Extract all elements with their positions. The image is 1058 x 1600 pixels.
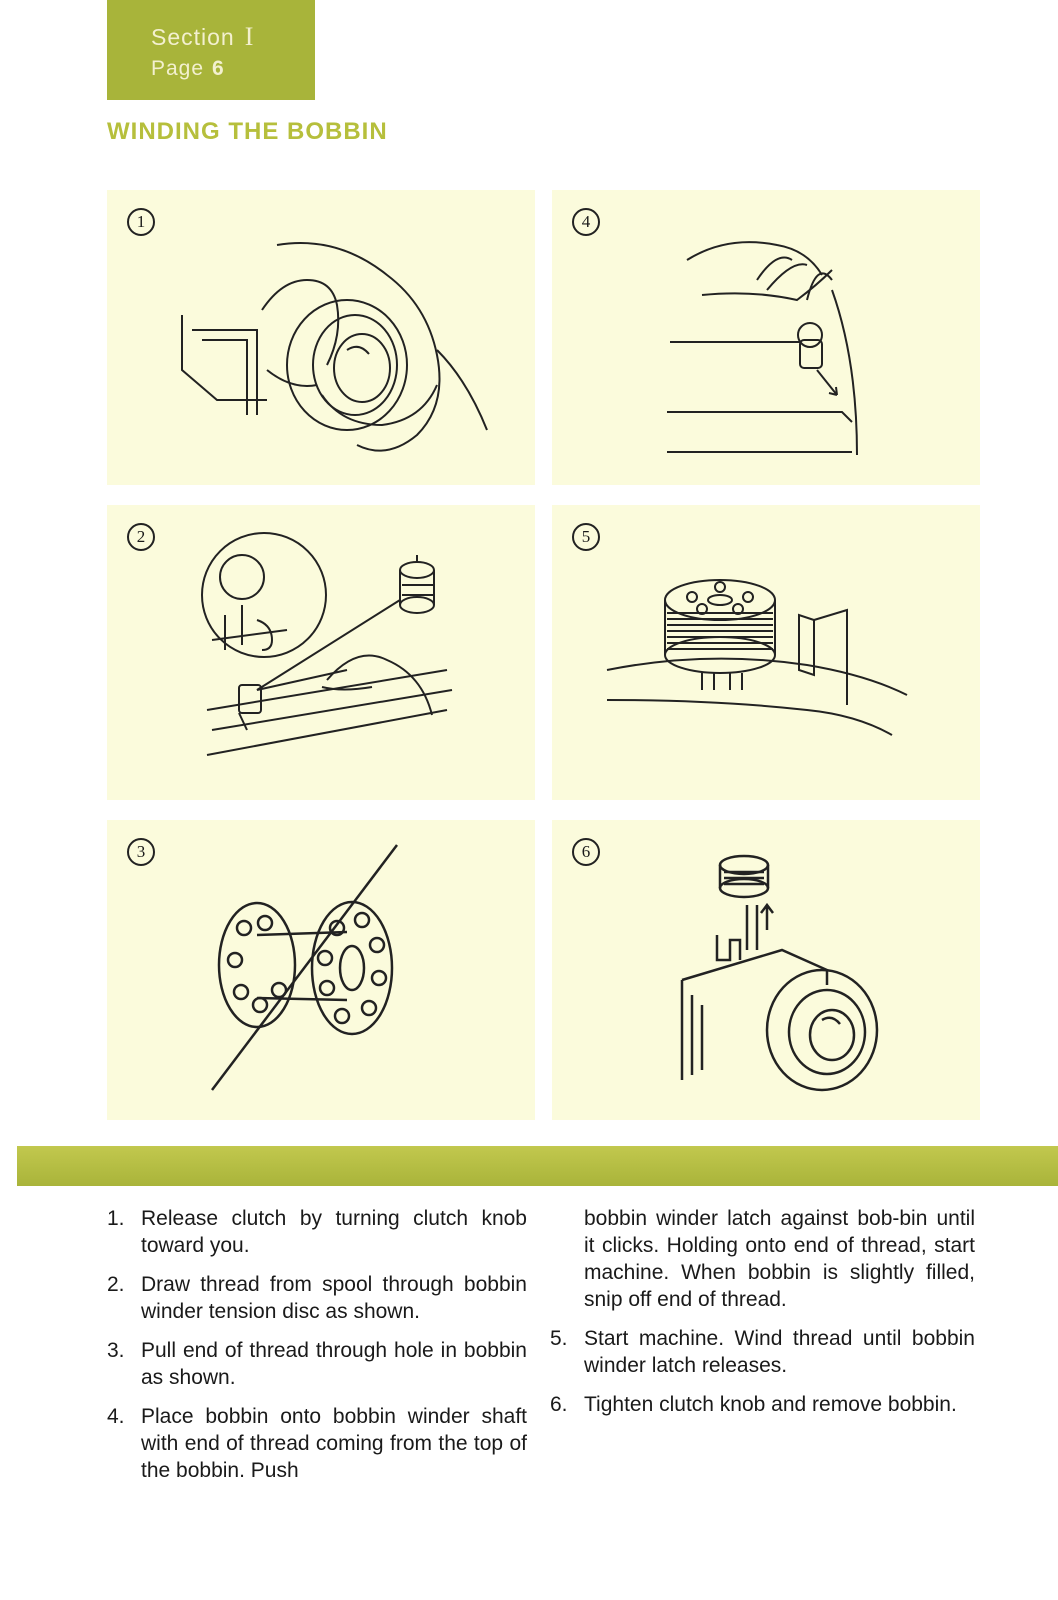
illustration-panel-4: 4 <box>552 190 980 485</box>
step-number-4: 4 <box>572 208 600 236</box>
instruction-item: 6. Tighten clutch knob and remove bobbin… <box>550 1391 975 1418</box>
illustration-panel-2: 2 <box>107 505 535 800</box>
instruction-number: 5. <box>550 1327 568 1350</box>
instruction-number: 2. <box>107 1273 125 1296</box>
step-number-2: 2 <box>127 523 155 551</box>
illustration-panel-5: 5 <box>552 505 980 800</box>
instruction-continuation: bobbin winder latch against bob-bin unti… <box>584 1207 975 1311</box>
instruction-text: Release clutch by turning clutch knob to… <box>141 1207 527 1257</box>
page-label: Page <box>151 57 205 80</box>
page-label-line: Page 6 <box>151 57 225 81</box>
instructions-right-column: bobbin winder latch against bob-bin unti… <box>550 1205 975 1430</box>
clutch-knob-illustration <box>181 242 488 452</box>
page-number: 6 <box>212 57 225 80</box>
step-number-5: 5 <box>572 523 600 551</box>
step-number-1: 1 <box>127 208 155 236</box>
bobbin-hole-illustration <box>211 844 398 1091</box>
illustration-panel-1: 1 <box>107 190 535 485</box>
instruction-number: 6. <box>550 1393 568 1416</box>
remove-bobbin-illustration <box>680 854 879 1092</box>
bobbin-filling-illustration <box>606 579 908 736</box>
instruction-item: 3. Pull end of thread through hole in bo… <box>107 1337 527 1391</box>
section-label: Section <box>151 24 235 50</box>
instruction-item: 1. Release clutch by turning clutch knob… <box>107 1205 527 1259</box>
instruction-text: Pull end of thread through hole in bobbi… <box>141 1339 527 1389</box>
instruction-text: Draw thread from spool through bobbin wi… <box>141 1273 527 1323</box>
instruction-text: Start machine. Wind thread until bobbin … <box>584 1327 975 1377</box>
illustration-panel-6: 6 <box>552 820 980 1120</box>
section-numeral: I <box>244 22 255 51</box>
bobbin-winder-thread-illustration <box>667 241 858 456</box>
instruction-item: 2. Draw thread from spool through bobbin… <box>107 1271 527 1325</box>
divider-bar <box>17 1146 1058 1186</box>
step-number-6: 6 <box>572 838 600 866</box>
section-tab: Section I Page 6 <box>107 0 315 100</box>
section-label-line: Section I <box>151 22 254 52</box>
instruction-number: 4. <box>107 1405 125 1428</box>
instruction-text: Tighten clutch knob and remove bobbin. <box>584 1393 957 1416</box>
step-number-3: 3 <box>127 838 155 866</box>
instruction-number: 1. <box>107 1207 125 1230</box>
instruction-item: 5. Start machine. Wind thread until bobb… <box>550 1325 975 1379</box>
instruction-item: 4. Place bobbin onto bobbin winder shaft… <box>107 1403 527 1484</box>
illustration-panel-3: 3 <box>107 820 535 1120</box>
instruction-number: 3. <box>107 1339 125 1362</box>
instruction-text: Place bobbin onto bobbin winder shaft wi… <box>141 1405 527 1482</box>
page-title: WINDING THE BOBBIN <box>107 118 388 145</box>
spool-tension-disc-illustration <box>201 532 453 756</box>
instructions-left-column: 1. Release clutch by turning clutch knob… <box>107 1205 527 1496</box>
